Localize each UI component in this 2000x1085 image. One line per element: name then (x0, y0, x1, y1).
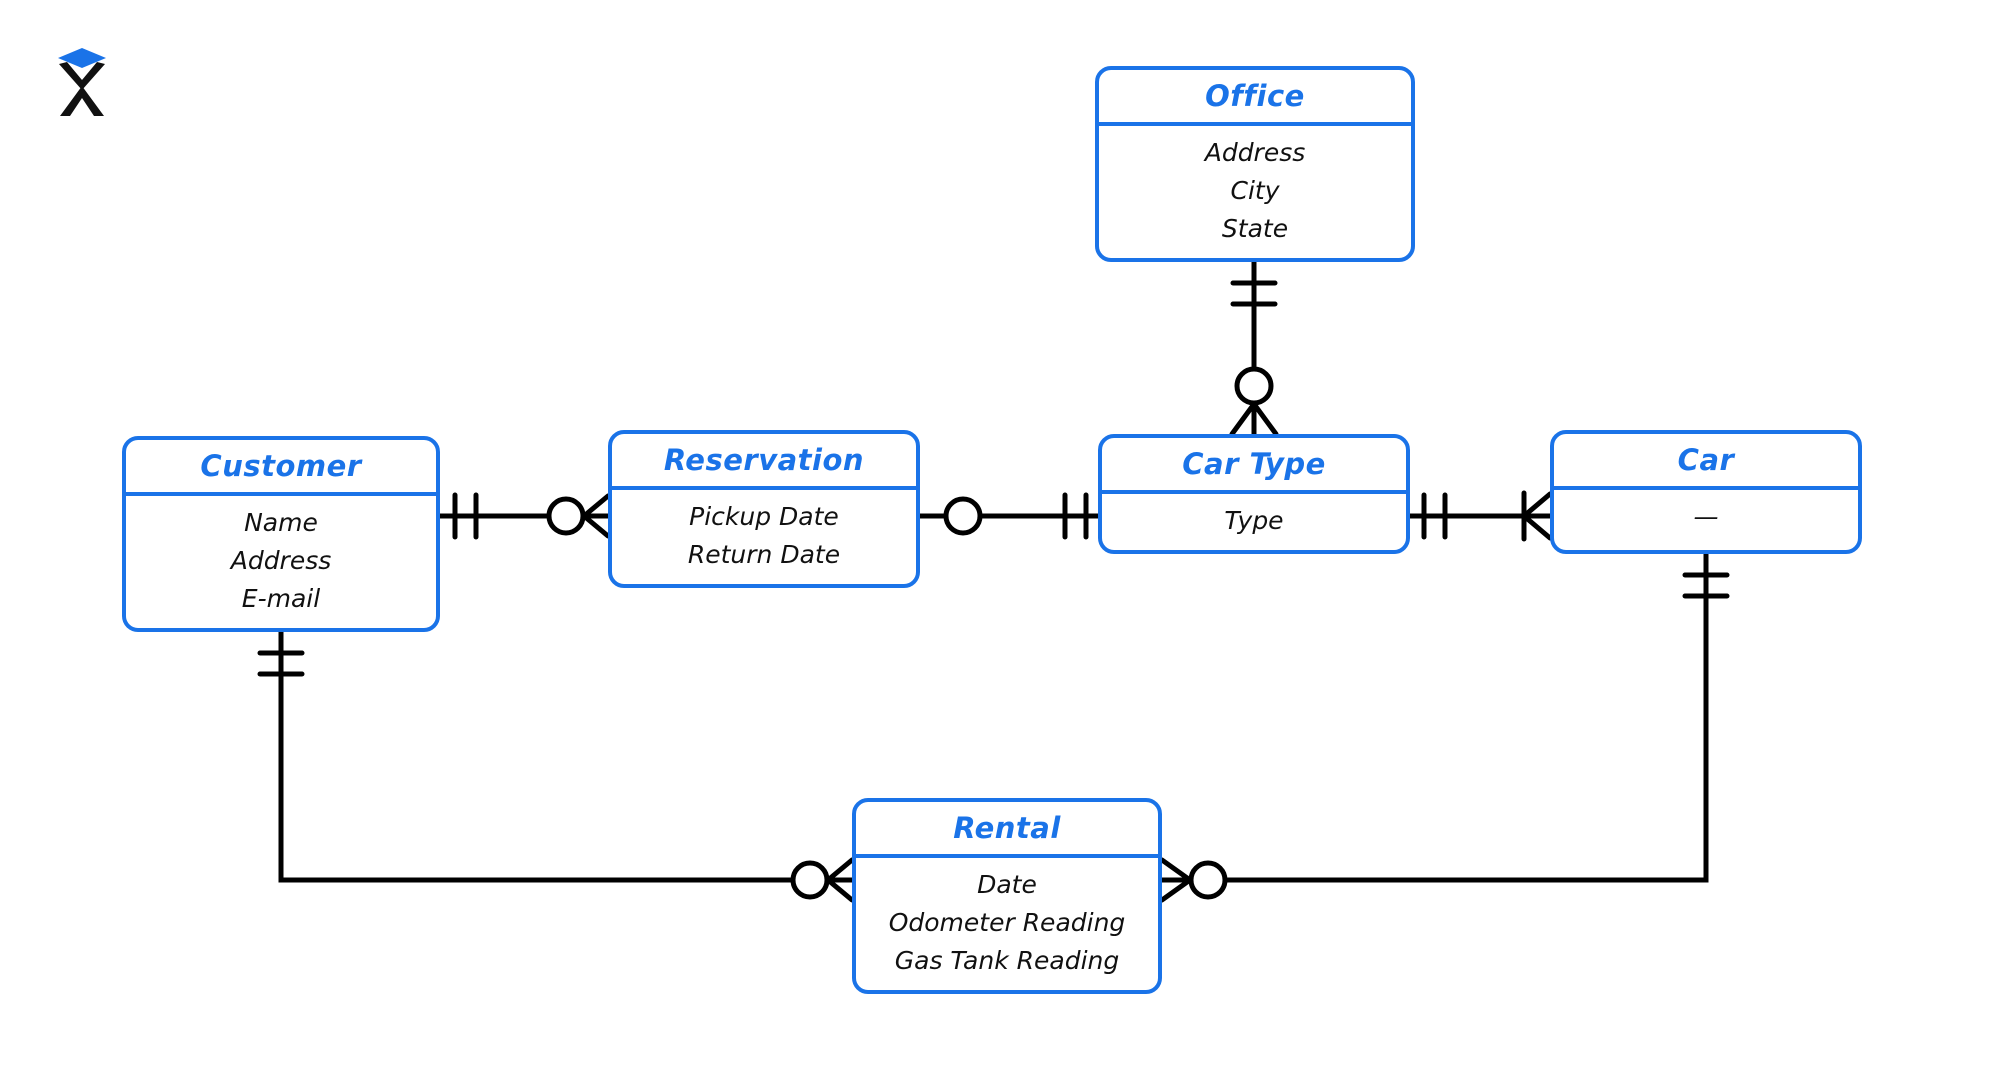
attribute: Type (1224, 506, 1284, 535)
connector-customer-reservation (437, 492, 611, 540)
entity-customer-title: Customer (126, 440, 436, 496)
entity-customer[interactable]: Customer Name Address E-mail (122, 436, 440, 632)
entity-reservation-attributes: Pickup Date Return Date (612, 490, 916, 584)
entity-office-title: Office (1099, 70, 1411, 126)
attribute: Gas Tank Reading (894, 946, 1120, 975)
entity-car-title: Car (1554, 434, 1858, 490)
x-logo (58, 48, 106, 116)
attribute: Name (244, 508, 318, 537)
logo-diamond-icon (58, 48, 106, 68)
entity-car-type[interactable]: Car Type Type (1098, 434, 1410, 554)
entity-rental[interactable]: Rental Date Odometer Reading Gas Tank Re… (852, 798, 1162, 994)
entity-car-type-attributes: Type (1102, 494, 1406, 550)
connector-reservation-cartype (917, 492, 1101, 540)
attribute: — (1693, 502, 1719, 531)
attribute: Odometer Reading (888, 908, 1126, 937)
attribute: Date (977, 870, 1037, 899)
entity-rental-title: Rental (856, 802, 1158, 858)
entity-car[interactable]: Car — (1550, 430, 1862, 554)
connector-cartype-car (1407, 490, 1553, 542)
logo-x-lower-icon (60, 86, 104, 116)
connector-rental-car (1159, 551, 1730, 903)
attribute: Address (230, 546, 332, 575)
entity-car-attributes: — (1554, 490, 1858, 546)
entity-rental-attributes: Date Odometer Reading Gas Tank Reading (856, 858, 1158, 990)
entity-car-type-title: Car Type (1102, 438, 1406, 494)
logo-x-upper-icon (59, 62, 105, 90)
attribute: State (1221, 214, 1289, 243)
entity-reservation-title: Reservation (612, 434, 916, 490)
connector-office-cartype (1229, 259, 1279, 437)
entity-customer-attributes: Name Address E-mail (126, 496, 436, 628)
entity-reservation[interactable]: Reservation Pickup Date Return Date (608, 430, 920, 588)
attribute: Address (1204, 138, 1306, 167)
connector-customer-rental (257, 629, 855, 903)
entity-office-attributes: Address City State (1099, 126, 1411, 258)
attribute: E-mail (241, 584, 321, 613)
attribute: Pickup Date (689, 502, 839, 531)
attribute: City (1230, 176, 1280, 205)
attribute: Return Date (687, 540, 841, 569)
entity-office[interactable]: Office Address City State (1095, 66, 1415, 262)
